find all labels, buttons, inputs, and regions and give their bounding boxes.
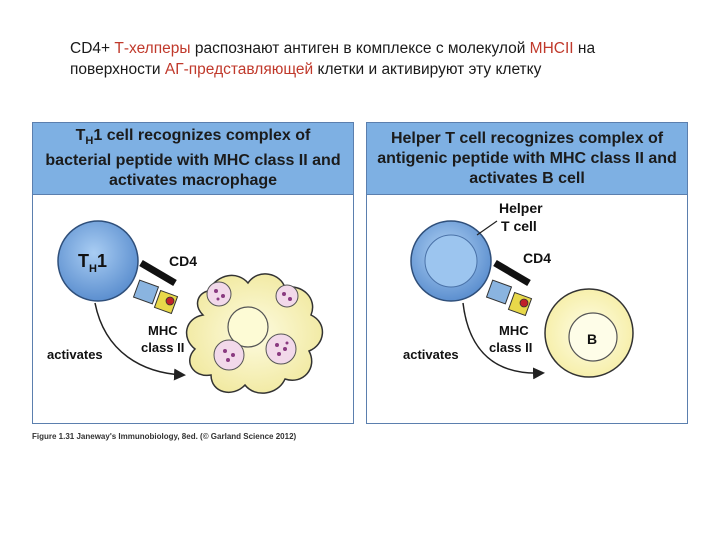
caption-part: CD4+ [70, 40, 115, 57]
cd4-label: CD4 [169, 253, 197, 269]
mhc-class-label: class II [141, 340, 184, 355]
th1-label: TH1 [78, 251, 107, 275]
activates-label: activates [47, 347, 103, 362]
b-cell-nucleus [568, 312, 618, 362]
caption-part: на поверхности [70, 40, 596, 78]
caption-part: распознают антиген в комплексе с молекул… [190, 40, 530, 57]
cd4-label: CD4 [523, 250, 551, 266]
helper-label: Helper [499, 200, 543, 216]
macrophage-nucleus [227, 306, 269, 348]
th1-cell [57, 220, 139, 302]
tcr-receptor [485, 279, 513, 305]
activates-arrow [94, 302, 186, 381]
cd4-coreceptor [493, 259, 531, 287]
cd4-coreceptor [139, 259, 177, 287]
bacteria-vesicle [213, 339, 245, 371]
helper-b-diagram: Helper T cell CD4 B MHC class II activat… [403, 200, 634, 380]
mhc-label: MHC [499, 323, 529, 338]
caption-highlight-mhcii: МНСII [529, 40, 574, 57]
panel-title: TH1 cell recognizes complex of bacterial… [33, 123, 353, 195]
peptide [165, 296, 175, 306]
t-cell-label: T cell [501, 218, 537, 234]
slide-caption: CD4+ Т-хелперы распознают антиген в комп… [70, 38, 660, 80]
activates-arrow [462, 302, 545, 380]
th1-diagram: TH1 CD4 MHC class II activates [47, 220, 324, 394]
tcr-receptor [132, 279, 160, 305]
panel-title: Helper T cell recognizes complex of anti… [367, 123, 687, 195]
caption-highlight-apc: АГ-представляющей [164, 61, 314, 78]
title-text: 1 cell recognizes complex of bacterial p… [45, 126, 341, 190]
panel-th1-macrophage: TH1 cell recognizes complex of bacterial… [32, 122, 354, 424]
bacteria-vesicle [275, 284, 299, 308]
mhc-label: MHC [148, 323, 178, 338]
bacteria-vesicle [206, 281, 232, 307]
bacteria-vesicle [265, 333, 297, 365]
helper-pointer-line [476, 220, 498, 236]
b-cell-label: B [587, 331, 597, 347]
helper-t-nucleus [424, 234, 478, 288]
panel-helper-b-cell: Helper T cell recognizes complex of anti… [366, 122, 688, 424]
activates-label: activates [403, 347, 459, 362]
title-sub: H [85, 135, 94, 148]
title-t: T [75, 126, 86, 144]
caption-part: клетки и активируют эту клетку [313, 61, 542, 78]
mhc-class-label: class II [489, 340, 532, 355]
figure-caption: Figure 1.31 Janeway's Immunobiology, 8ed… [32, 432, 297, 441]
peptide [519, 298, 529, 308]
caption-highlight-t-helpers: Т-хелперы [114, 40, 191, 57]
